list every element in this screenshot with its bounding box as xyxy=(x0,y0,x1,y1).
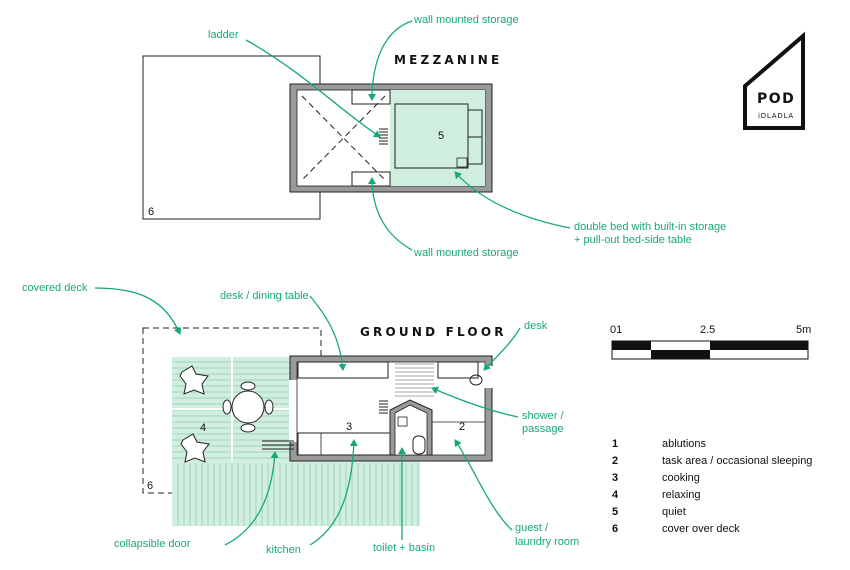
annotation-desk: desk xyxy=(524,320,548,332)
legend-num: 3 xyxy=(612,472,618,484)
legend-label: cooking xyxy=(662,472,700,484)
chair-icon xyxy=(222,381,274,433)
mezzanine-plan: 6 5 xyxy=(142,55,493,220)
scale-bar: 01 2.5 5m xyxy=(610,324,811,360)
legend: 1 ablutions 2 task area / occasional sle… xyxy=(612,438,812,535)
ground-floor-plan: 4 6 3 2 xyxy=(142,327,493,526)
ladder-rungs-icon xyxy=(379,400,388,414)
annotation-double-bed-1: double bed with built-in storage xyxy=(574,221,726,233)
legend-num: 5 xyxy=(612,506,618,518)
annotation-covered-deck: covered deck xyxy=(22,282,88,294)
legend-label: relaxing xyxy=(662,489,701,501)
annotation-wall-storage-bottom: wall mounted storage xyxy=(413,247,519,259)
toilet-icon xyxy=(412,435,426,455)
legend-num: 6 xyxy=(612,523,618,535)
legend-label: quiet xyxy=(662,506,686,518)
pod-logo: POD iDLADLA xyxy=(743,31,805,130)
annotation-collapsible-door: collapsible door xyxy=(114,538,191,550)
mezzanine-deck-number: 6 xyxy=(148,206,154,218)
mezzanine-bed-area xyxy=(390,90,485,186)
lounge-chair-icon xyxy=(179,365,210,463)
annotation-toilet: toilet + basin xyxy=(373,542,435,554)
annotation-ladder: ladder xyxy=(208,29,239,41)
annotation-desk-dining: desk / dining table xyxy=(220,290,309,302)
basin-icon xyxy=(469,374,483,386)
relax-number: 4 xyxy=(200,422,206,434)
dining-table-icon xyxy=(231,390,265,424)
annotation-kitchen: kitchen xyxy=(266,544,301,556)
mezzanine-title: MEZZANINE xyxy=(394,53,502,67)
task-number: 2 xyxy=(459,421,465,433)
legend-num: 4 xyxy=(612,489,619,501)
scale-label-1: 2.5 xyxy=(700,324,715,336)
deck-number: 6 xyxy=(147,480,153,492)
desk-counter xyxy=(437,361,479,379)
wall-storage-top-box xyxy=(351,89,391,105)
desk-dining-counter xyxy=(297,361,389,379)
legend-num: 2 xyxy=(612,455,618,467)
collapsible-door-icon xyxy=(262,440,294,450)
annotation-wall-storage-top: wall mounted storage xyxy=(413,14,519,26)
annotation-guest-2: laundry room xyxy=(515,536,579,548)
annotation-shower-1: shower / xyxy=(522,410,565,422)
logo-subtext: iDLADLA xyxy=(758,112,794,120)
shower-grate-icon xyxy=(395,363,434,397)
bedside-table xyxy=(456,157,468,168)
deck-area-lower xyxy=(172,461,420,526)
scale-label-0: 01 xyxy=(610,324,622,336)
legend-label: cover over deck xyxy=(662,523,740,535)
annotation-guest-1: guest / xyxy=(515,522,549,534)
logo-text: POD xyxy=(757,91,795,107)
annotation-double-bed-2: + pull-out bed-side table xyxy=(574,234,692,246)
legend-label: task area / occasional sleeping xyxy=(662,455,812,467)
ground-floor-title: GROUND FLOOR xyxy=(360,325,507,339)
mezzanine-bed-number: 5 xyxy=(438,130,444,142)
cooking-number: 3 xyxy=(346,421,352,433)
basin-small-icon xyxy=(397,416,408,427)
scale-label-2: 5m xyxy=(796,324,811,336)
legend-label: ablutions xyxy=(662,438,707,450)
legend-num: 1 xyxy=(612,438,618,450)
annotation-shower-2: passage xyxy=(522,423,564,435)
annotation-arrows xyxy=(94,20,571,546)
wall-storage-bottom-box xyxy=(351,171,391,187)
